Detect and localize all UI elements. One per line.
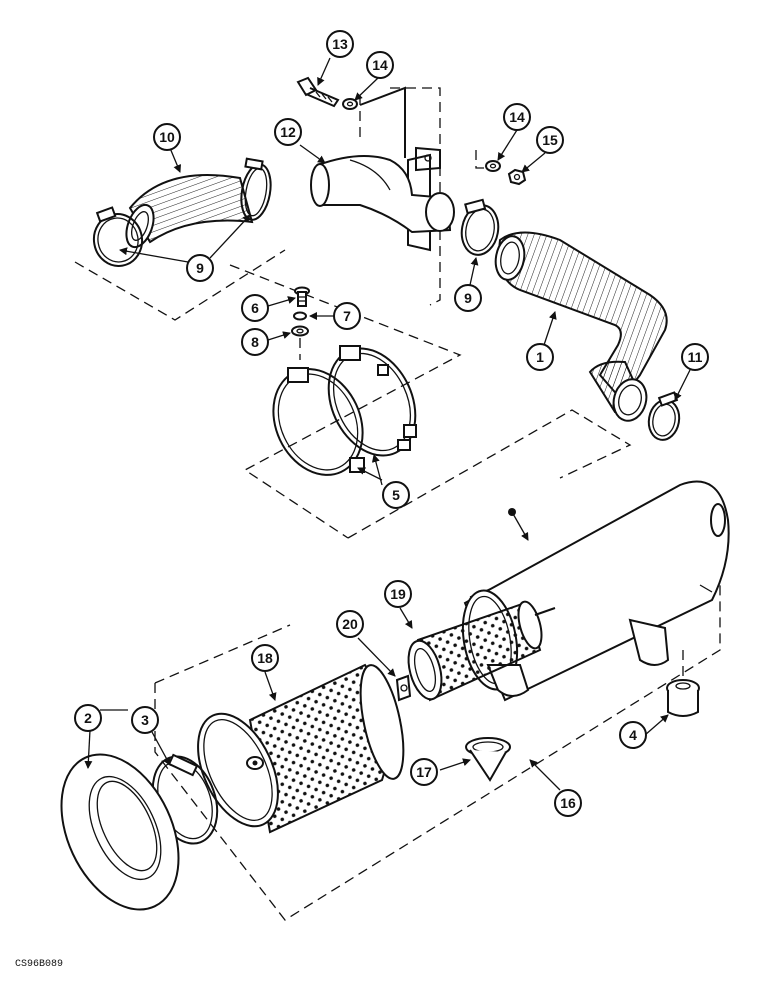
callout-label: 10 <box>159 129 175 145</box>
callout-label: 11 <box>688 349 703 365</box>
callout-label: 4 <box>629 727 637 743</box>
callout-15: 15 <box>536 126 564 154</box>
callout-18: 18 <box>251 644 279 672</box>
bolt-6 <box>294 286 310 307</box>
callout-14: 14 <box>503 103 531 131</box>
washer-8 <box>291 325 309 337</box>
corrugated-hose-10 <box>125 174 254 249</box>
leader-lines <box>84 57 691 791</box>
washer-14-right <box>485 160 501 172</box>
washer-14-upper <box>342 98 358 110</box>
outer-filter-18 <box>197 663 405 834</box>
callout-13: 13 <box>326 30 354 58</box>
callout-label: 16 <box>560 795 576 811</box>
hose-clamp-9-upper <box>240 157 272 221</box>
callout-label: 5 <box>392 487 400 503</box>
hose-clamp-9-left <box>92 206 144 267</box>
callout-9: 9 <box>186 254 214 282</box>
dust-cup-17 <box>465 737 511 782</box>
callout-17: 17 <box>410 758 438 786</box>
callout-label: 20 <box>342 616 358 632</box>
inner-filter-19 <box>407 600 556 702</box>
callout-6: 6 <box>241 294 269 322</box>
callout-label: 6 <box>251 300 259 316</box>
callout-label: 19 <box>390 586 406 602</box>
wing-nut-20 <box>395 674 412 702</box>
figure-code: CS96B089 <box>15 959 63 970</box>
lock-washer-7 <box>293 311 307 321</box>
callout-19: 19 <box>384 580 412 608</box>
callout-5: 5 <box>382 481 410 509</box>
callout-label: 2 <box>84 710 92 726</box>
callout-label: 12 <box>280 124 296 140</box>
corrugated-hose-1 <box>494 231 668 422</box>
group-outline-mounting-bands <box>229 264 632 539</box>
seal-ring-2 <box>60 753 180 911</box>
callout-7: 7 <box>333 302 361 330</box>
hose-clamp-9-right <box>460 198 500 256</box>
callout-10: 10 <box>153 123 181 151</box>
callout-8: 8 <box>241 328 269 356</box>
callout-label: 15 <box>542 132 558 148</box>
mounting-band-5-rear <box>327 345 417 457</box>
callout-label: 14 <box>509 109 525 125</box>
callout-label: 17 <box>416 764 432 780</box>
callout-label: 9 <box>464 290 472 306</box>
callout-1: 1 <box>526 343 554 371</box>
callout-label: 18 <box>257 650 273 666</box>
assembly-dot <box>508 508 516 516</box>
callout-label: 9 <box>196 260 204 276</box>
callout-16: 16 <box>554 789 582 817</box>
callout-label: 7 <box>343 308 351 324</box>
callout-label: 1 <box>536 349 544 365</box>
callout-20: 20 <box>336 610 364 638</box>
callout-3: 3 <box>131 706 159 734</box>
nut-15 <box>507 168 527 186</box>
bolt-13 <box>296 76 340 108</box>
callout-label: 3 <box>141 712 149 728</box>
callout-14: 14 <box>366 51 394 79</box>
vacuator-valve-4 <box>666 650 700 717</box>
callout-label: 8 <box>251 334 259 350</box>
callout-12: 12 <box>274 118 302 146</box>
callout-4: 4 <box>619 721 647 749</box>
callout-11: 11 <box>681 343 709 371</box>
callout-label: 14 <box>372 57 388 73</box>
callout-2: 2 <box>74 704 102 732</box>
callout-9: 9 <box>454 284 482 312</box>
hose-clamp-11 <box>647 391 681 441</box>
callout-label: 13 <box>332 36 348 52</box>
elbow-tube-12 <box>310 155 455 234</box>
